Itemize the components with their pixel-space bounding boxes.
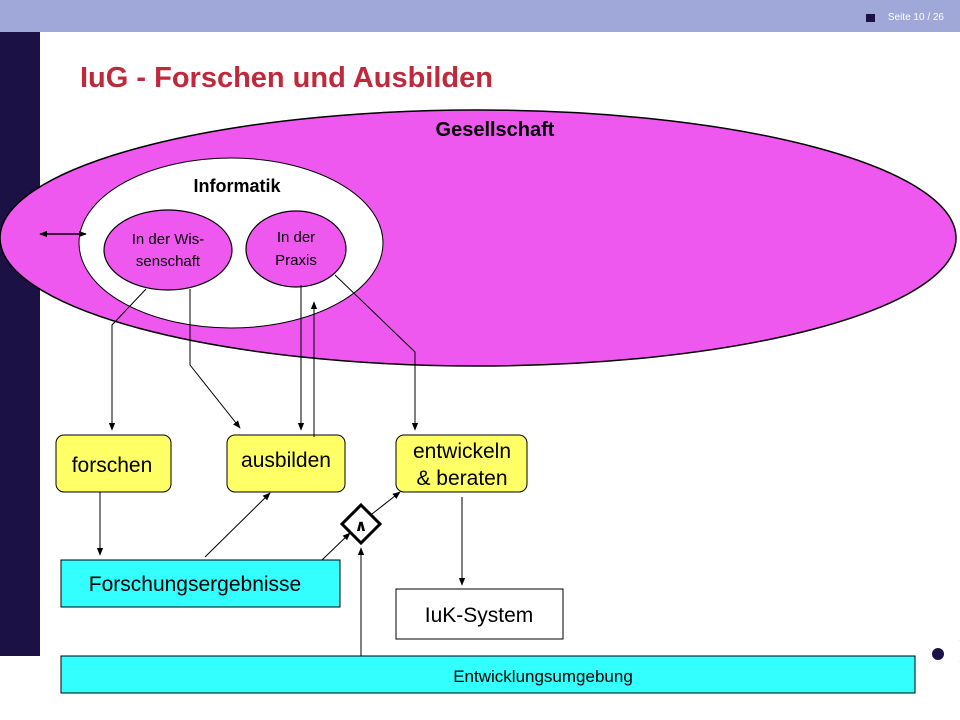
develop-label-line2: & beraten bbox=[416, 467, 507, 490]
slide-title: IuG - Forschen und Ausbilden bbox=[80, 62, 493, 94]
arrow-results-to-teach bbox=[204, 492, 271, 558]
arrow-practice-to-develop bbox=[334, 274, 419, 431]
society-label: Gesellschaft bbox=[436, 119, 555, 141]
research-box bbox=[55, 434, 172, 493]
logo-dot-icon bbox=[932, 648, 944, 660]
and-gate bbox=[339, 502, 383, 546]
system-box bbox=[395, 588, 564, 640]
and-gate-symbol: ∧ bbox=[355, 516, 368, 535]
page-marker-icon bbox=[866, 14, 875, 22]
teach-box bbox=[226, 434, 346, 493]
science-label-line1: In der Wis- bbox=[132, 231, 205, 248]
results-box bbox=[60, 559, 341, 608]
practice-label-line2: Praxis bbox=[275, 252, 317, 269]
sidebar-bar bbox=[0, 32, 40, 656]
page-number: Seite 10 / 26 bbox=[887, 12, 944, 23]
develop-box bbox=[395, 434, 528, 493]
header-bar bbox=[0, 0, 960, 32]
arrow-science-to-research bbox=[108, 288, 147, 431]
arrow-results-to-gate bbox=[321, 532, 351, 561]
results-label: Forschungsergebnisse bbox=[89, 573, 301, 596]
science-label-line2: senschaft bbox=[136, 253, 201, 270]
environment-label: Entwicklungsumgebung bbox=[453, 667, 633, 686]
develop-label-line1: entwickeln bbox=[413, 440, 511, 463]
environment-bar bbox=[60, 655, 916, 694]
practice-ellipse bbox=[245, 210, 347, 288]
science-ellipse bbox=[103, 209, 233, 291]
arrow-gate-to-develop bbox=[371, 491, 401, 515]
practice-label-line1: In der bbox=[277, 229, 315, 246]
teach-label: ausbilden bbox=[241, 449, 331, 472]
research-label: forschen bbox=[72, 454, 153, 477]
informatik-label: Informatik bbox=[193, 176, 281, 196]
system-label: IuK-System bbox=[425, 604, 534, 627]
arrow-science-to-teach bbox=[189, 289, 241, 429]
